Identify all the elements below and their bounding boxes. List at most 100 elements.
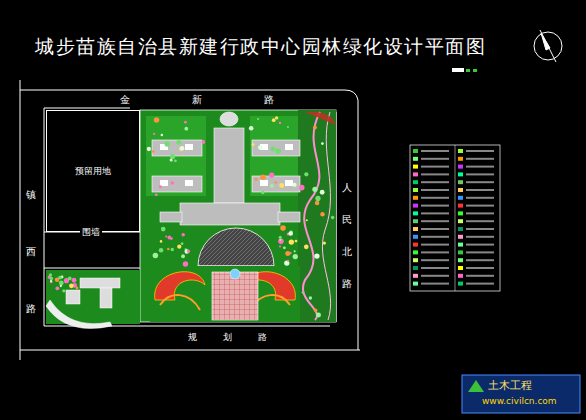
tree-symbol	[171, 181, 175, 185]
tree-symbol	[152, 150, 155, 153]
semicircle-plaza	[198, 228, 274, 266]
tree-symbol	[249, 126, 254, 131]
tree-symbol	[304, 244, 309, 249]
tree-symbol	[283, 246, 286, 249]
tree-symbol	[72, 278, 77, 283]
tree-symbol	[170, 154, 175, 159]
site-green	[140, 110, 336, 322]
watermark-url: www.civilcn.com	[482, 396, 557, 406]
tree-symbol	[284, 260, 289, 265]
tree-symbol	[260, 175, 265, 180]
reserved-land: 预留用地	[46, 110, 140, 232]
tree-symbol	[312, 187, 317, 192]
tree-symbol	[59, 281, 64, 286]
tree-symbol	[304, 172, 308, 176]
road-name: 镇西路	[26, 166, 36, 337]
tree-symbol	[275, 149, 281, 155]
tree-symbol	[159, 185, 162, 188]
tree-symbol	[320, 212, 324, 216]
tree-symbol	[50, 277, 53, 280]
tree-symbol	[314, 309, 317, 312]
tree-symbol	[288, 231, 293, 236]
tree-symbol	[315, 201, 320, 206]
tree-symbol	[252, 143, 255, 146]
tree-symbol	[302, 291, 304, 293]
tree-symbol	[55, 286, 59, 290]
watermark-box	[462, 375, 580, 413]
tree-symbol	[331, 216, 334, 219]
tree-symbol	[154, 117, 159, 122]
tree-symbol	[49, 273, 52, 276]
tree-symbol	[294, 250, 296, 252]
north-arrow	[534, 30, 562, 62]
tree-symbol	[257, 118, 259, 120]
watermark: 土木工程	[488, 378, 532, 393]
tree-symbol	[184, 127, 188, 131]
tree-symbol	[279, 246, 281, 248]
tree-symbol	[174, 159, 177, 162]
tree-symbol	[321, 142, 324, 145]
building-details	[160, 144, 293, 186]
tree-symbol	[167, 248, 169, 250]
tree-symbol	[287, 126, 289, 128]
tree-symbol	[320, 190, 325, 195]
tree-symbol	[201, 140, 205, 144]
road-name: 金新路	[120, 93, 336, 107]
tree-symbol	[261, 191, 264, 194]
legend-table	[410, 145, 500, 291]
tree-symbol	[279, 183, 284, 188]
plan-title: 城步苗族自治县新建行政中心园林绿化设计平面图	[35, 34, 486, 60]
tree-symbol	[258, 145, 263, 150]
tree-symbol	[181, 242, 184, 245]
tree-symbol	[159, 248, 164, 253]
road-name: 规划路	[188, 331, 293, 344]
tree-symbol	[292, 183, 296, 187]
tree-symbol	[279, 236, 282, 239]
tree-symbol	[55, 277, 59, 281]
tree-symbol	[269, 172, 274, 177]
tree-symbol	[183, 261, 188, 266]
tree-symbol	[62, 289, 65, 292]
tree-symbol	[185, 249, 190, 254]
tree-symbol	[279, 122, 281, 124]
tree-symbol	[314, 253, 319, 258]
tree-symbol	[180, 146, 184, 150]
tree-symbol	[280, 225, 286, 231]
tree-symbol	[295, 240, 298, 243]
tree-symbol	[171, 248, 174, 251]
tree-symbol	[309, 296, 312, 299]
tree-symbol	[285, 251, 290, 256]
tree-symbol	[161, 134, 163, 136]
tree-symbol	[279, 239, 281, 241]
tree-symbol	[68, 277, 72, 281]
tree-symbol	[287, 260, 289, 262]
road-edges	[20, 80, 360, 360]
tree-symbol	[161, 227, 166, 232]
tree-symbol	[323, 241, 326, 244]
tree-symbol	[255, 178, 258, 181]
tree-symbol	[181, 254, 185, 258]
tree-symbol	[177, 245, 181, 249]
tree-symbol	[270, 184, 274, 188]
tree-symbol	[69, 284, 74, 289]
tree-symbol	[60, 285, 62, 287]
tree-symbol	[176, 140, 181, 145]
tree-symbol	[289, 239, 294, 244]
tree-symbol	[153, 133, 155, 135]
buildings	[152, 112, 300, 225]
tree-symbol	[299, 185, 305, 191]
tree-symbol	[165, 235, 167, 237]
tree-symbol	[315, 196, 320, 201]
tree-symbol	[272, 118, 276, 122]
tree-symbol	[179, 146, 184, 151]
tree-symbol	[76, 287, 79, 290]
tree-symbol	[181, 233, 185, 237]
tree-symbol	[170, 159, 173, 162]
tree-symbol	[50, 281, 53, 284]
tree-symbol	[275, 181, 278, 184]
tree-symbol	[316, 312, 321, 317]
tree-symbol	[170, 237, 173, 240]
tree-symbol	[271, 147, 276, 152]
tree-symbol	[306, 219, 308, 221]
